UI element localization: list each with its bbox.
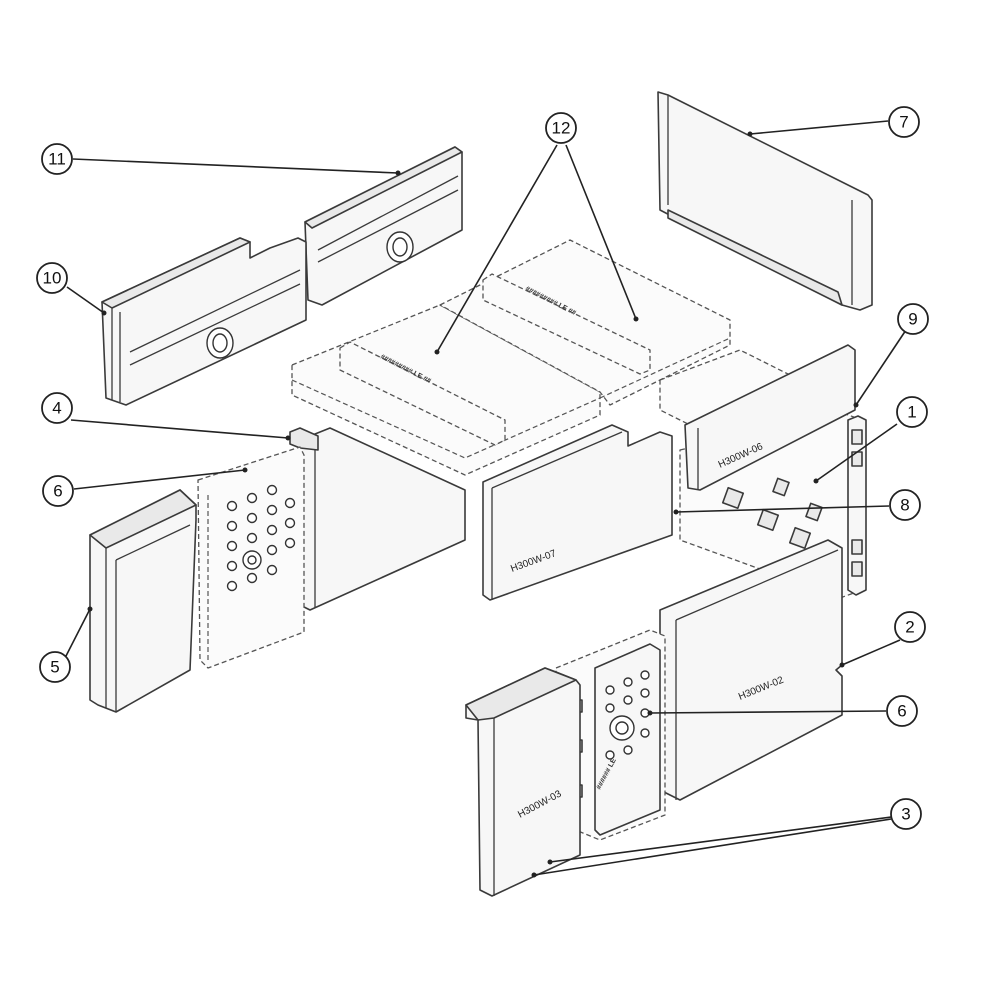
callout-4: 4 bbox=[41, 392, 73, 424]
svg-text:12: 12 bbox=[552, 119, 571, 138]
svg-text:6: 6 bbox=[53, 482, 62, 501]
callout-11: 11 bbox=[41, 143, 73, 175]
callout-7: 7 bbox=[888, 106, 920, 138]
svg-text:6: 6 bbox=[897, 702, 906, 721]
svg-text:4: 4 bbox=[52, 399, 61, 418]
part-12-floor-grates: ######### LE ## ######### LE ## bbox=[291, 239, 791, 476]
callout-2: 2 bbox=[894, 611, 926, 643]
callout-5: 5 bbox=[39, 651, 71, 683]
part-5-left-side-brick bbox=[89, 489, 197, 713]
part-10-top-baffle-left bbox=[101, 237, 307, 406]
svg-text:3: 3 bbox=[901, 805, 910, 824]
svg-text:9: 9 bbox=[908, 310, 917, 329]
callout-10: 10 bbox=[36, 262, 68, 294]
part-8-rear-brick: H300W-07 bbox=[482, 424, 673, 601]
callout-1: 1 bbox=[896, 396, 928, 428]
callout-12: 12 bbox=[545, 112, 577, 144]
part-3-front-side-brick: H300W-03 bbox=[465, 667, 581, 897]
perforation-holes bbox=[605, 670, 650, 760]
clip-bracket-icon bbox=[721, 477, 823, 550]
callout-9: 9 bbox=[897, 303, 929, 335]
part-4-left-rear-brick bbox=[289, 427, 466, 611]
callout-8: 8 bbox=[889, 489, 921, 521]
part-2-right-side-brick: H300W-02 bbox=[659, 539, 843, 801]
svg-text:2: 2 bbox=[905, 618, 914, 637]
part-7-rear-top-panel bbox=[657, 91, 873, 311]
svg-text:11: 11 bbox=[48, 150, 66, 169]
svg-text:8: 8 bbox=[900, 496, 909, 515]
svg-text:10: 10 bbox=[43, 269, 62, 288]
part-11-top-baffle-right bbox=[304, 146, 463, 306]
part-6-right-heat-shield: ###### LE bbox=[555, 629, 666, 841]
svg-text:5: 5 bbox=[50, 658, 59, 677]
svg-text:1: 1 bbox=[907, 403, 916, 422]
callout-6-left: 6 bbox=[42, 475, 74, 507]
svg-text:7: 7 bbox=[899, 113, 908, 132]
part-6-left-heat-shield bbox=[197, 446, 305, 669]
callout-3: 3 bbox=[890, 798, 922, 830]
perforation-holes bbox=[226, 484, 296, 592]
leader-lines bbox=[65, 120, 907, 878]
callout-6-right: 6 bbox=[886, 695, 918, 727]
part-9-rear-right-brick: H300W-06 bbox=[684, 344, 856, 491]
